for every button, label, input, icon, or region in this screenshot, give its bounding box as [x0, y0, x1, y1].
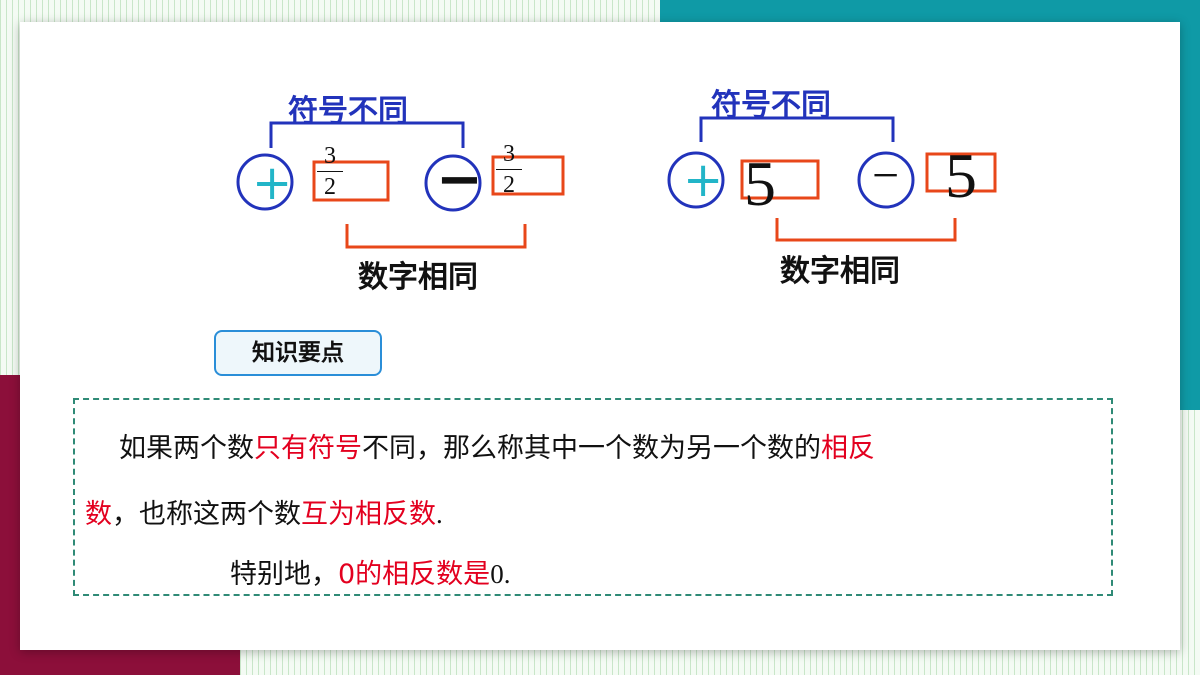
highlight-only-sign: 只有符号: [254, 433, 362, 464]
key-points-tag: 知识要点: [214, 330, 382, 376]
left-top-bracket: [269, 121, 465, 148]
right-different-sign-label: 符号不同: [711, 88, 831, 123]
right-number-1: 5: [744, 148, 776, 219]
right-top-bracket: [699, 116, 895, 142]
right-bottom-bracket: [775, 218, 957, 242]
fraction-bar: [317, 171, 343, 172]
fraction-denominator: 2: [324, 174, 336, 200]
fraction-numerator: 3: [503, 141, 515, 167]
right-minus-circle: [857, 151, 915, 209]
fraction-denominator: 2: [503, 172, 515, 198]
left-bottom-bracket: [345, 224, 527, 249]
right-number-2: 5: [945, 140, 977, 211]
text-segment: .: [436, 499, 443, 529]
left-minus-circle: [424, 154, 482, 212]
highlight-zero-opposite: 0的相反数是: [338, 559, 491, 590]
fraction-numerator: 3: [324, 143, 336, 169]
left-minus-sign: −: [436, 147, 483, 212]
left-plus-sign: +: [252, 155, 293, 211]
right-same-number-label: 数字相同: [780, 254, 900, 289]
right-minus-sign: −: [872, 149, 900, 202]
diagram-shapes: [236, 116, 997, 249]
right-plus-circle: [667, 151, 725, 209]
text-segment: ，也称这两个数: [112, 499, 301, 530]
left-same-number-label: 数字相同: [358, 260, 478, 295]
text-segment: 如果两个数: [119, 433, 254, 464]
highlight-number: 数: [85, 499, 112, 530]
definition-line-2: 数，也称这两个数互为相反数.: [85, 492, 443, 531]
left-frame-2: [491, 155, 565, 196]
definition-line-3: 特别地，0的相反数是0.: [230, 552, 510, 591]
definition-line-1: 如果两个数只有符号不同，那么称其中一个数为另一个数的相反: [119, 426, 875, 465]
left-frame-1: [312, 160, 390, 202]
text-segment: 特别地，: [230, 559, 338, 590]
right-plus-sign: +: [683, 152, 724, 208]
text-segment: 0.: [490, 559, 511, 589]
slide-card: 符号不同 + 3 2 − 3 2 数字相同 符号不同 + 5 − 5 数字相同 …: [20, 22, 1180, 650]
left-different-sign-label: 符号不同: [288, 94, 408, 129]
fraction-bar: [496, 169, 522, 170]
right-frame-2: [925, 152, 997, 193]
left-plus-circle: [236, 153, 294, 211]
highlight-opposite: 相反: [821, 433, 875, 464]
left-fraction-1: 3 2: [317, 144, 343, 199]
highlight-mutual-opposite: 互为相反数: [301, 499, 436, 530]
text-segment: 不同，那么称其中一个数为另一个数的: [362, 433, 821, 464]
definition-box: 如果两个数只有符号不同，那么称其中一个数为另一个数的相反 数，也称这两个数互为相…: [73, 398, 1113, 596]
left-fraction-2: 3 2: [496, 142, 522, 197]
right-frame-1: [740, 159, 820, 200]
